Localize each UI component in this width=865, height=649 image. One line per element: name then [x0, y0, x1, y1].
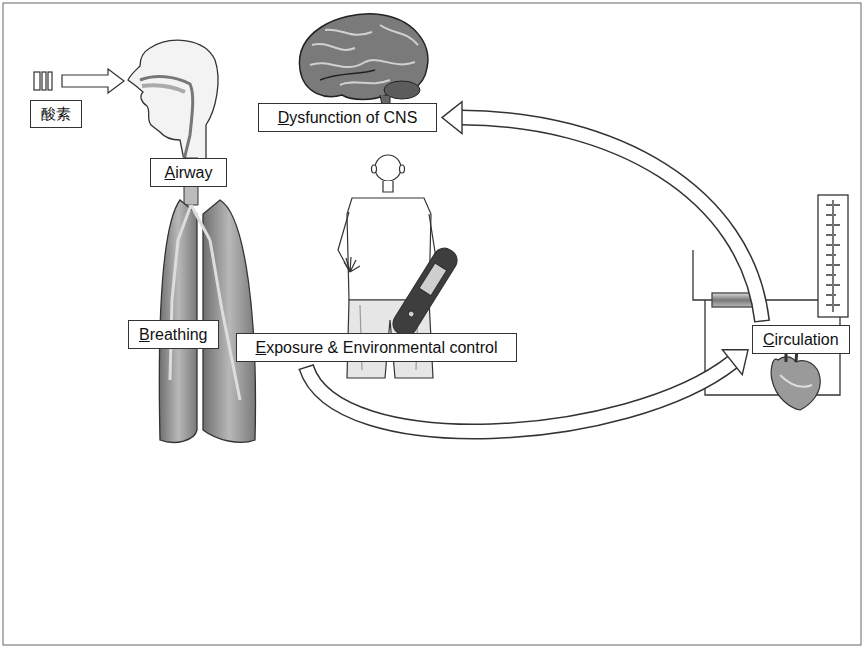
- node-text: Exposure & Environmental control: [247, 338, 506, 357]
- patient-figure: [389, 244, 461, 340]
- head-profile: [128, 40, 218, 160]
- arrow-head: [722, 350, 748, 375]
- oxygen-supply: [48, 72, 52, 90]
- brain-picture: [299, 14, 427, 110]
- oxygen-supply: [42, 72, 46, 90]
- node-text: Airway: [161, 163, 216, 182]
- patient-figure: [372, 165, 377, 173]
- arrow-tail: [299, 365, 314, 370]
- lungs-picture: [170, 205, 240, 400]
- cns-box: Dysfunction of CNS: [258, 103, 437, 132]
- oxygen-supply: [62, 69, 124, 93]
- patient-figure: [389, 244, 461, 340]
- node-text: Breathing: [139, 325, 208, 344]
- patient-figure: [383, 181, 393, 192]
- flow-arrow: [442, 102, 770, 322]
- arrow-body: [461, 118, 762, 321]
- head-profile: [142, 85, 185, 92]
- patient-figure: [400, 165, 405, 173]
- node-text: Circulation: [763, 330, 839, 349]
- head-profile: [140, 77, 193, 160]
- frame: [3, 3, 861, 645]
- heart-picture: [771, 348, 820, 410]
- brain-picture: [310, 25, 418, 85]
- arrow-body-inner: [461, 118, 762, 321]
- blood-pressure-circuit: [818, 195, 848, 317]
- patient-figure: [344, 257, 360, 272]
- circulation-box: Circulation: [752, 325, 850, 354]
- heart-picture: [771, 357, 820, 410]
- blood-pressure-circuit: [832, 200, 834, 312]
- arrow-body: [306, 362, 733, 432]
- oxygen-supply: [34, 69, 124, 93]
- head-profile: [128, 40, 218, 160]
- patient-figure: [407, 310, 415, 318]
- brain-picture: [299, 14, 427, 100]
- heart-picture: [780, 375, 812, 387]
- breathing-box: Breathing: [128, 320, 219, 349]
- brain-picture: [320, 70, 375, 80]
- arrow-head: [442, 102, 462, 134]
- patient-figure: [375, 155, 401, 181]
- node-text: Dysfunction of CNS: [269, 108, 426, 127]
- arrow-body-inner: [306, 362, 733, 432]
- node-text: 酸素: [41, 105, 71, 123]
- patient-figure: [419, 263, 447, 296]
- oxygen-supply: [34, 72, 40, 90]
- blood-pressure-circuit: [712, 293, 754, 307]
- airway-box: Airway: [150, 158, 227, 187]
- oxygen-box: 酸素: [30, 100, 82, 128]
- arrow-tail: [754, 320, 770, 322]
- lungs-picture: [159, 158, 255, 442]
- exposure-box: Exposure & Environmental control: [236, 333, 517, 362]
